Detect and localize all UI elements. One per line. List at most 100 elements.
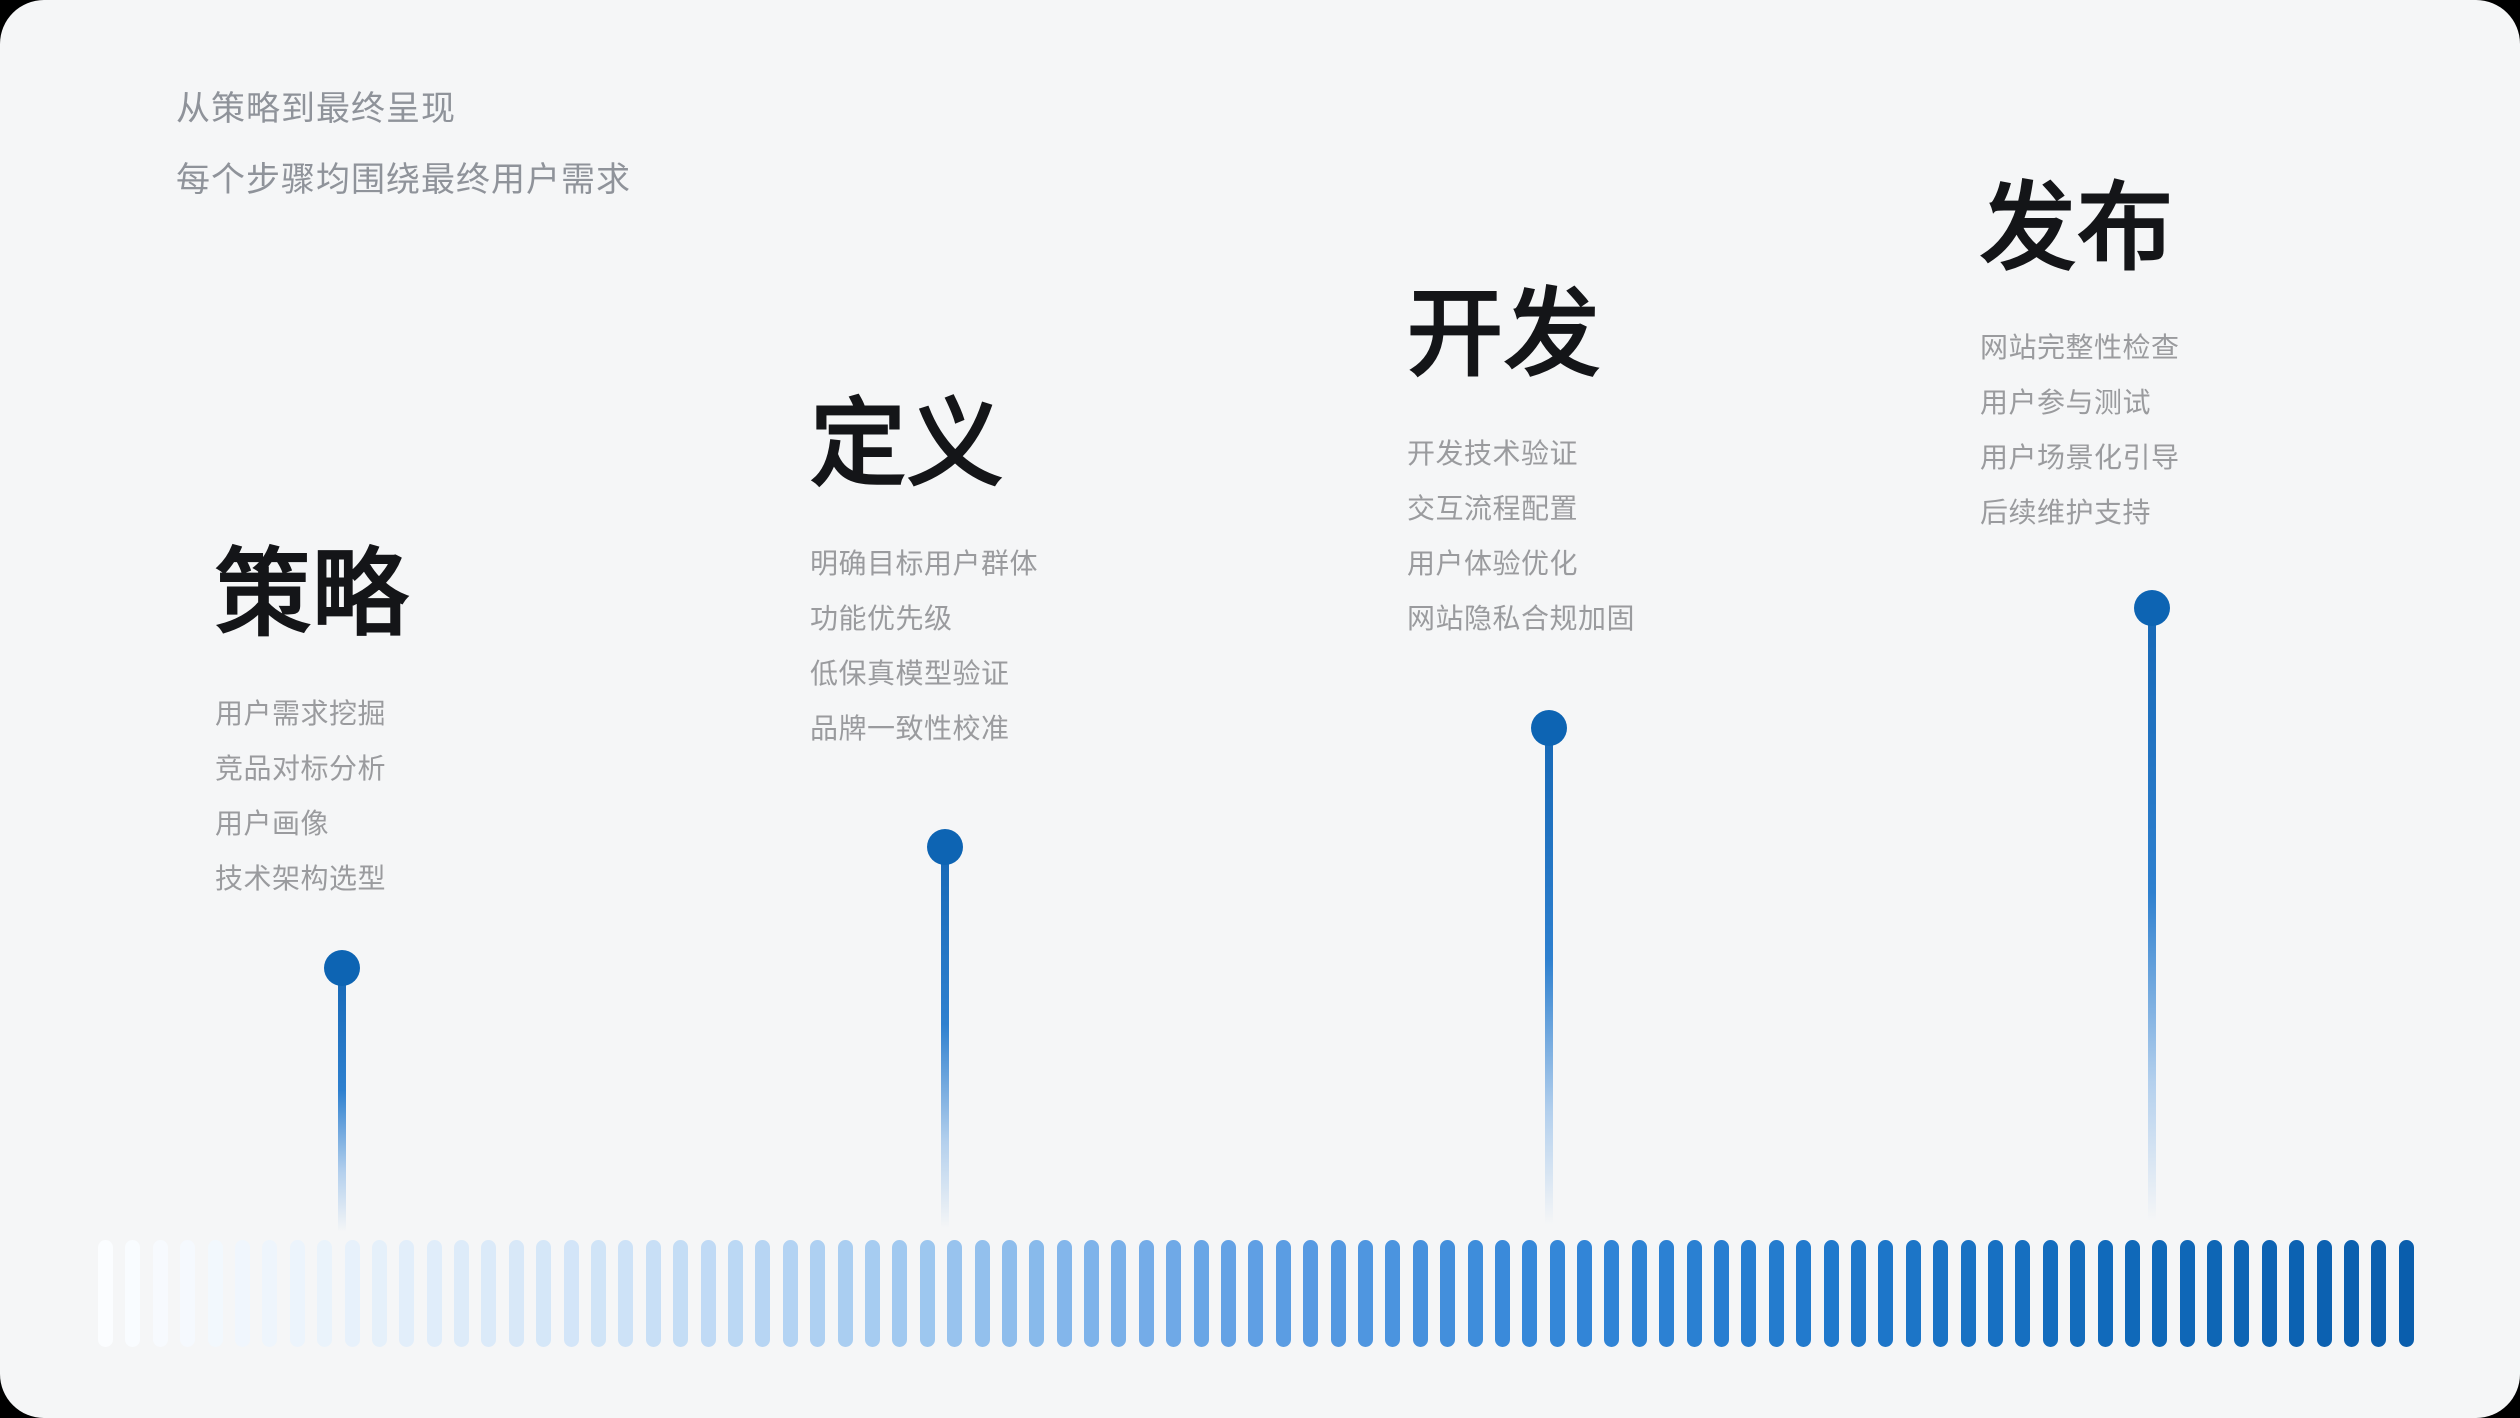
timeline-dot-icon (927, 829, 963, 865)
timeline-bar (1248, 1240, 1264, 1347)
timeline-bar (1577, 1240, 1593, 1347)
stage-title: 发布 (1980, 175, 2174, 282)
subtitle-line-1: 从策略到最终呈现 (176, 90, 456, 128)
stage-column-launch: 发布 网站完整性检查 用户参与测试 用户场景化引导 后续维护支持 (1980, 180, 2180, 540)
timeline-bar (2070, 1240, 2086, 1347)
stage-item: 用户体验优化 (1407, 548, 1579, 579)
page-subtitle: 从策略到最终呈现 每个步骤均围绕最终用户需求 (176, 74, 631, 216)
timeline-bar (1851, 1240, 1866, 1347)
stage-item: 低保真模型验证 (810, 658, 1010, 689)
timeline-stem (1545, 728, 1553, 1240)
stage-title: 策略 (215, 541, 409, 648)
timeline-bar (1084, 1240, 1100, 1347)
timeline-bar (2398, 1240, 2414, 1347)
timeline-bar (1111, 1240, 1127, 1347)
timeline-bar (1796, 1240, 1812, 1347)
timeline-bar (727, 1240, 743, 1347)
timeline-bar (837, 1240, 853, 1347)
timeline-bar (2234, 1240, 2250, 1347)
timeline-bar (2042, 1240, 2058, 1347)
timeline-bar (618, 1240, 634, 1347)
timeline-bar (481, 1240, 497, 1347)
timeline-bar (426, 1240, 442, 1347)
timeline-bar (1467, 1240, 1483, 1347)
timeline-bar (1494, 1240, 1510, 1347)
stage-item: 明确目标用户群体 (810, 548, 1039, 579)
timeline-bar (1741, 1240, 1757, 1347)
timeline-bar (2316, 1240, 2332, 1347)
stage-item: 功能优先级 (810, 603, 953, 634)
timeline-dot-icon (2134, 590, 2170, 626)
timeline-bar (344, 1240, 360, 1347)
timeline-bar (371, 1240, 387, 1347)
timeline-bar (974, 1240, 990, 1347)
timeline-bar (2344, 1240, 2360, 1347)
stage-item: 后续维护支持 (1980, 497, 2152, 528)
subtitle-line-2: 每个步骤均围绕最终用户需求 (176, 161, 631, 199)
timeline-bar (1823, 1240, 1839, 1347)
timeline-bar (399, 1240, 415, 1347)
timeline-bar (1960, 1240, 1976, 1347)
timeline-bar (947, 1240, 963, 1347)
stage-item: 网站隐私合规加固 (1407, 603, 1636, 634)
stage-item: 网站完整性检查 (1980, 332, 2180, 363)
timeline-bar (1001, 1240, 1017, 1347)
timeline-bar (1768, 1240, 1784, 1347)
stage-item: 竞品对标分析 (215, 753, 387, 784)
timeline-bar (1987, 1240, 2003, 1347)
timeline-bar (1631, 1240, 1647, 1347)
stage-column-definition: 定义 明确目标用户群体 功能优先级 低保真模型验证 品牌一致性校准 (810, 396, 1038, 756)
stage-column-development: 开发 开发技术验证 交互流程配置 用户体验优化 网站隐私合规加固 (1407, 286, 1635, 646)
timeline-bar (810, 1240, 826, 1347)
timeline-bar (1385, 1240, 1401, 1347)
timeline-bar (98, 1240, 113, 1347)
timeline-bar (1056, 1240, 1072, 1347)
timeline-bar (673, 1240, 689, 1347)
stage-column-strategy: 策略 用户需求挖掘 竞品对标分析 用户画像 技术架构选型 (215, 546, 409, 906)
timeline-bar (1905, 1240, 1921, 1347)
timeline-bar (207, 1240, 223, 1347)
stage-item-list: 网站完整性检查 用户参与测试 用户场景化引导 后续维护支持 (1980, 320, 2180, 540)
stage-item-list: 用户需求挖掘 竞品对标分析 用户画像 技术架构选型 (215, 686, 409, 906)
stage-item-list: 开发技术验证 交互流程配置 用户体验优化 网站隐私合规加固 (1407, 426, 1635, 646)
timeline-bar (1549, 1240, 1565, 1347)
timeline-bar (536, 1240, 552, 1347)
timeline-bar (563, 1240, 579, 1347)
timeline-bar (700, 1240, 716, 1347)
timeline-bar (1357, 1240, 1373, 1347)
timeline-bar (755, 1240, 771, 1347)
timeline-bar (892, 1240, 908, 1347)
timeline-bar (1714, 1240, 1730, 1347)
timeline-bar (152, 1240, 168, 1347)
timeline-bar (1221, 1240, 1237, 1347)
timeline-bar (1029, 1240, 1045, 1347)
stage-item: 用户场景化引导 (1980, 442, 2180, 473)
timeline-bar (1659, 1240, 1675, 1347)
timeline-bars (98, 1240, 2415, 1347)
timeline-bar (1440, 1240, 1456, 1347)
timeline-bar (2152, 1240, 2168, 1347)
stage-item: 开发技术验证 (1407, 438, 1579, 469)
timeline-bar (919, 1240, 935, 1347)
timeline-bar (454, 1240, 470, 1347)
timeline-bar (864, 1240, 880, 1347)
timeline-bar (508, 1240, 524, 1347)
stage-title: 定义 (810, 391, 1004, 498)
timeline-bar (1275, 1240, 1291, 1347)
stage-item: 用户需求挖掘 (215, 698, 387, 729)
stage-item: 交互流程配置 (1407, 493, 1579, 524)
timeline-dot-icon (1531, 710, 1567, 746)
stage-item-list: 明确目标用户群体 功能优先级 低保真模型验证 品牌一致性校准 (810, 536, 1038, 756)
timeline-bar (262, 1240, 278, 1347)
timeline-stem (2148, 608, 2156, 1240)
stage-item: 品牌一致性校准 (810, 713, 1010, 744)
timeline-bar (1303, 1240, 1319, 1347)
stage-item: 技术架构选型 (215, 863, 387, 894)
timeline-bar (234, 1240, 250, 1347)
timeline-bar (2371, 1240, 2387, 1347)
timeline-bar (1878, 1240, 1894, 1347)
stage-item: 用户参与测试 (1980, 387, 2152, 418)
timeline-bar (180, 1240, 196, 1347)
timeline-bar (1522, 1240, 1538, 1347)
timeline-bar (2179, 1240, 2195, 1347)
